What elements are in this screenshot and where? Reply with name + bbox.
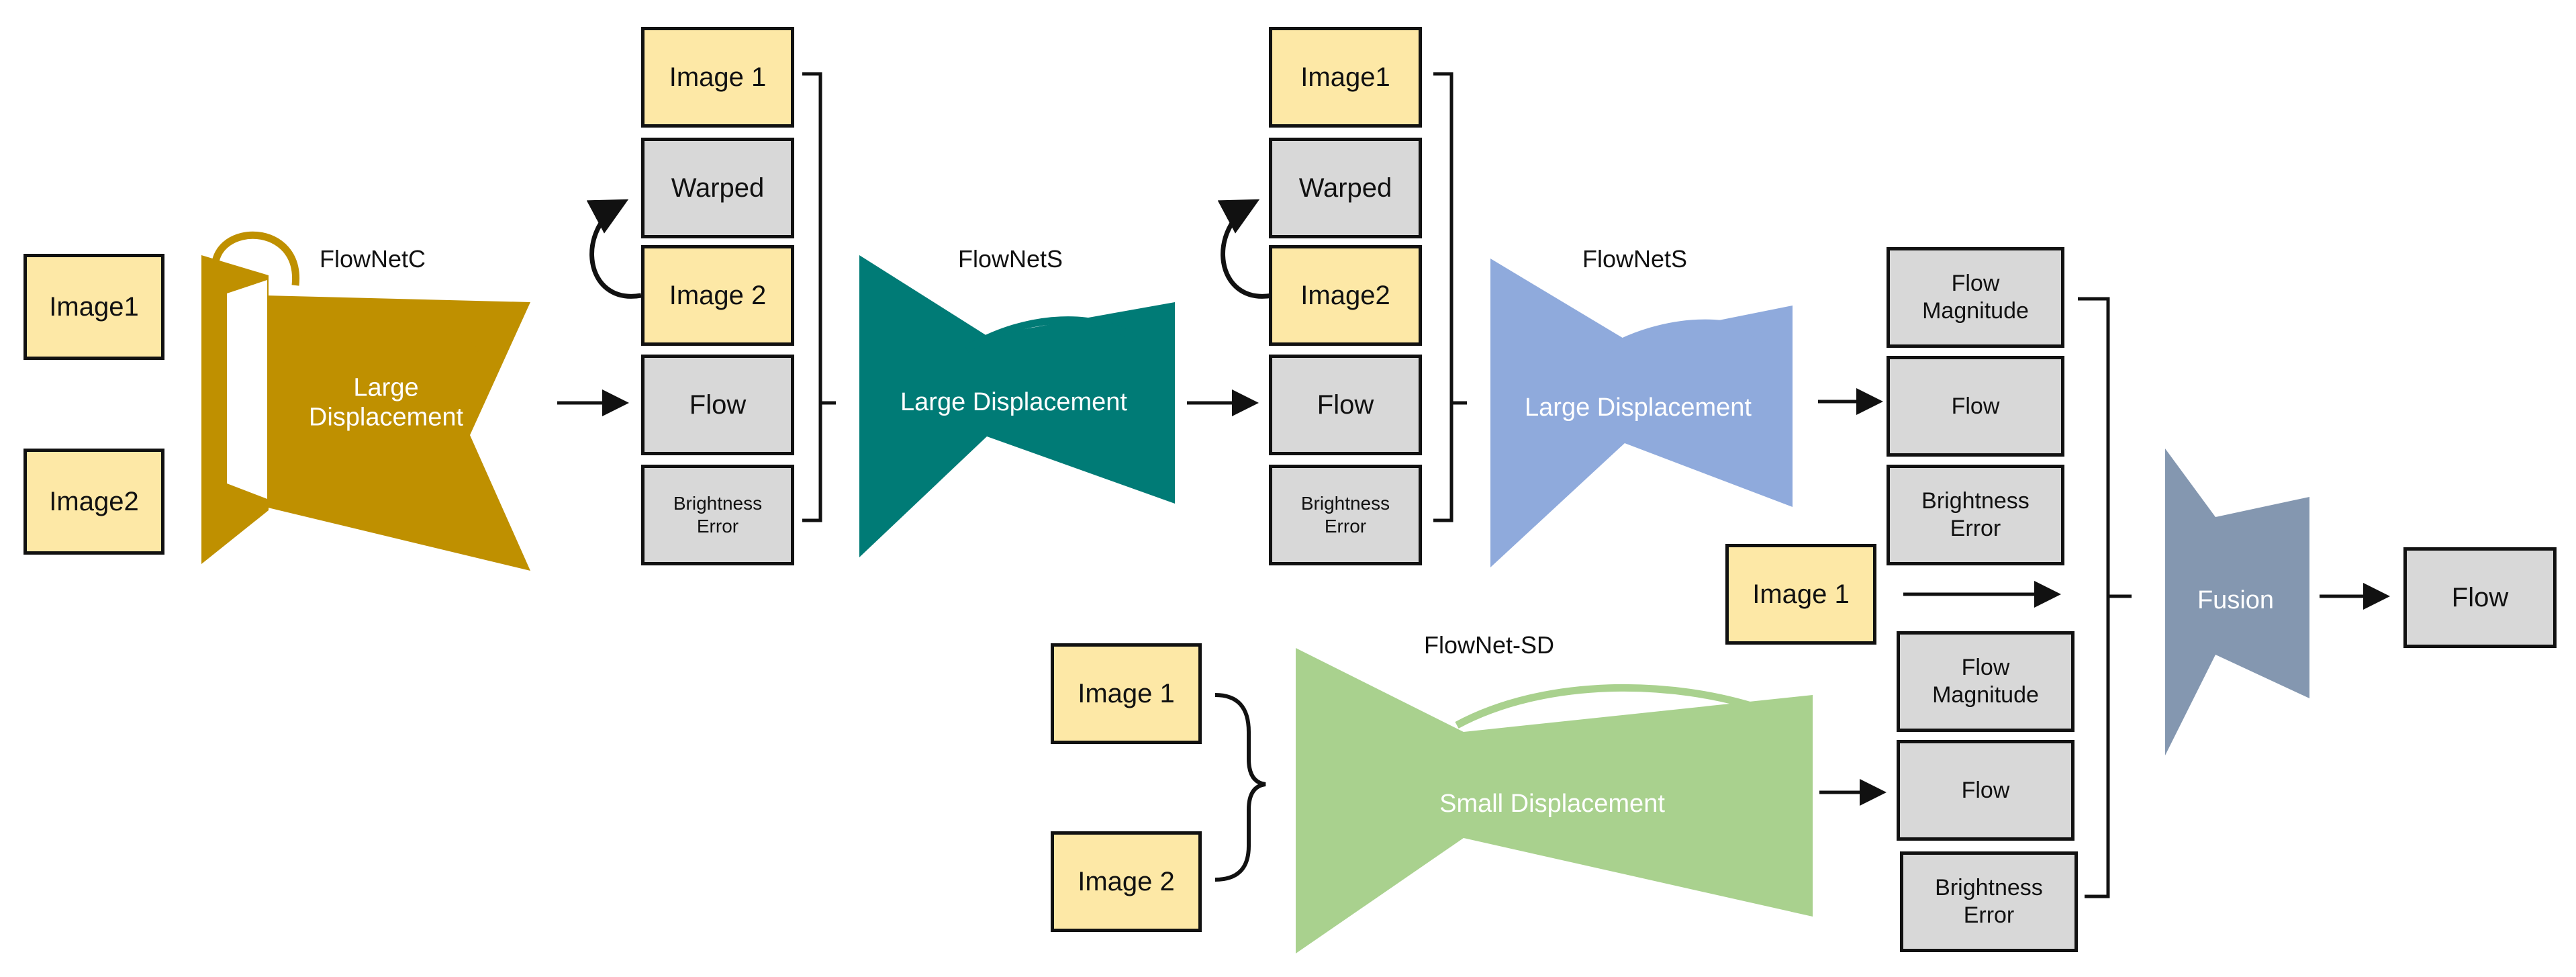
stack1-warped: Warped: [641, 138, 794, 238]
stack1-flow: Flow: [641, 355, 794, 455]
warp-arrow-2: [1217, 199, 1273, 299]
stack2-flow: Flow: [1269, 355, 1422, 455]
flownets-2-title: FlowNetS: [1582, 245, 1688, 273]
stack1-brightness-error: Brightness Error: [641, 465, 794, 565]
flownetc-title: FlowNetC: [319, 245, 426, 273]
warp-arrow-1: [586, 199, 642, 299]
stack2-image2: Image2: [1269, 245, 1422, 346]
stack1-image2: Image 2: [641, 245, 794, 346]
output-flow: Flow: [2403, 547, 2557, 648]
sd-input-brace: [1214, 693, 1266, 882]
sd-input-image2: Image 2: [1051, 831, 1202, 932]
stack2-brightness-error: Brightness Error: [1269, 465, 1422, 565]
sd-brightness-error: Brightness Error: [1900, 851, 2078, 952]
input-image2: Image2: [23, 449, 164, 555]
stack2-image1: Image1: [1269, 27, 1422, 128]
flownet-sd-shape: [1296, 648, 1813, 953]
stack3-flow-magnitude: Flow Magnitude: [1887, 247, 2064, 348]
flownets-1-label: Large Displacement: [900, 388, 1127, 417]
flownet-sd-label: Small Displacement: [1439, 790, 1665, 819]
fusion-shape: [2165, 449, 2309, 755]
flownets-2-shape: [1490, 259, 1793, 567]
sd-flow: Flow: [1897, 740, 2074, 841]
flownets-1-shape: [859, 255, 1175, 557]
fusion-bracket: [2078, 297, 2132, 898]
flownets-1-title: FlowNetS: [957, 245, 1063, 273]
sd-flow-magnitude: Flow Magnitude: [1897, 631, 2074, 732]
stack3-brightness-error: Brightness Error: [1887, 465, 2064, 565]
stack3-flow: Flow: [1887, 356, 2064, 457]
flownetc-label: Large Displacement: [308, 373, 464, 431]
fusion-label: Fusion: [2197, 586, 2275, 615]
fusion-input-image1: Image 1: [1725, 544, 1876, 645]
stack2-bracket: [1433, 72, 1467, 522]
sd-input-image1: Image 1: [1051, 643, 1202, 744]
flownetc-shape: [201, 231, 530, 571]
stack1-image1: Image 1: [641, 27, 794, 128]
flownet-sd-title: FlowNet-SD: [1423, 631, 1555, 659]
input-image1: Image1: [23, 254, 164, 360]
stack2-warped: Warped: [1269, 138, 1422, 238]
flownets-2-label: Large Displacement: [1525, 393, 1752, 422]
stack1-bracket: [802, 72, 836, 522]
